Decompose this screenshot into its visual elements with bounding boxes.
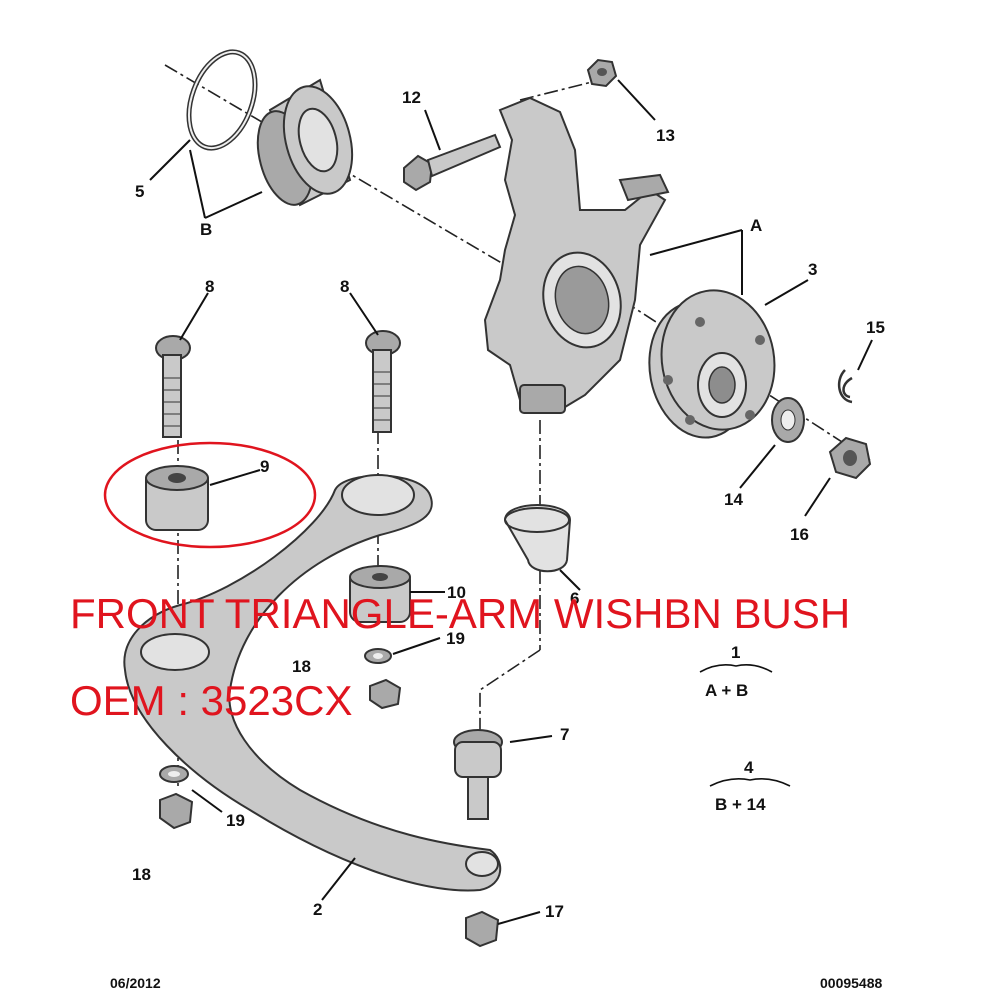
legend-1-number: 1: [731, 643, 740, 662]
castle-nut-16: [828, 436, 872, 480]
callout-A: A: [750, 216, 762, 235]
washer-19-left: [159, 765, 189, 783]
product-title-overlay: FRONT TRIANGLE-ARM WISHBN BUSH: [70, 590, 851, 637]
legend-1-formula: A + B: [705, 681, 748, 700]
callout-8-right: 8: [340, 277, 349, 296]
nut-18-right: [369, 678, 402, 710]
wishbone-bush-9: [145, 465, 209, 531]
cotter-pin-15: [837, 369, 853, 404]
sleeve-6: [503, 504, 572, 573]
hub-washer-14: [771, 397, 805, 443]
callout-10: 10: [447, 583, 466, 602]
callout-14: 14: [724, 490, 743, 509]
nut-13: [586, 58, 618, 88]
bolt-8-left: [155, 335, 191, 438]
bolt-8-right: [365, 330, 401, 433]
steering-knuckle: [483, 96, 670, 414]
leader-lines: [149, 79, 873, 925]
nut-17: [465, 910, 500, 948]
callout-16: 16: [790, 525, 809, 544]
callout-B: B: [200, 220, 212, 239]
callout-18-right: 18: [292, 657, 311, 676]
ball-joint-7: [453, 729, 503, 820]
legend-4-formula: B + 14: [715, 795, 766, 814]
wheel-hub-3: [648, 289, 776, 439]
footer-reference-number: 00095488: [820, 975, 883, 991]
legend-4-number: 4: [744, 758, 754, 777]
callout-17: 17: [545, 902, 564, 921]
washer-19-right: [364, 648, 392, 664]
wishbone-bush-10: [349, 565, 411, 623]
callout-19-right: 19: [446, 629, 465, 648]
callout-8-left: 8: [205, 277, 214, 296]
callout-6: 6: [570, 589, 579, 608]
nut-18-left: [159, 792, 194, 830]
wishbone-arm-2: [123, 474, 502, 892]
callout-3: 3: [808, 260, 817, 279]
callout-9: 9: [260, 457, 269, 476]
footer-date: 06/2012: [110, 975, 161, 991]
callout-7: 7: [560, 725, 569, 744]
callout-12: 12: [402, 88, 421, 107]
callout-13: 13: [656, 126, 675, 145]
callout-labels: 5 B 12 13 A 3 15 14 16 8 8 9 10 6 19 18 …: [132, 88, 885, 921]
legend-set-1: 1 A + B: [699, 643, 773, 700]
legend-set-4: 4 B + 14: [709, 758, 791, 814]
circlip-5: [186, 49, 258, 151]
highlight-circle: [103, 441, 317, 549]
oem-number-overlay: OEM : 3523CX: [70, 677, 353, 724]
bolt-12: [403, 133, 502, 192]
callout-18-left: 18: [132, 865, 151, 884]
callout-19-left: 19: [226, 811, 245, 830]
wheel-bearing: [256, 78, 354, 207]
callout-15: 15: [866, 318, 885, 337]
callout-5: 5: [135, 182, 144, 201]
callout-2: 2: [313, 900, 322, 919]
